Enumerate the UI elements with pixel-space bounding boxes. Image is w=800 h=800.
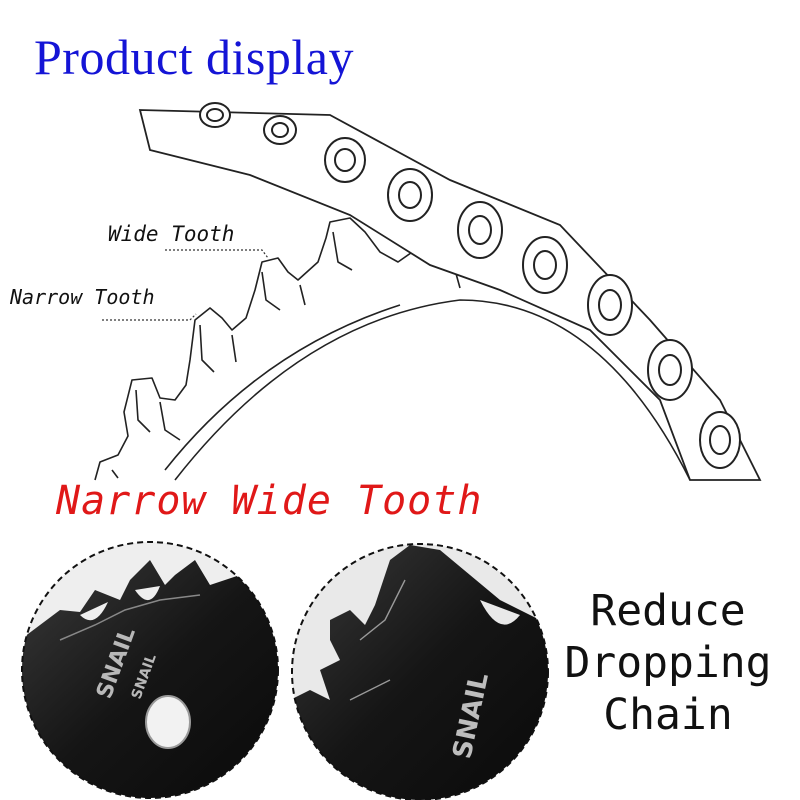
wide-tooth-label: Wide Tooth: [108, 222, 235, 246]
left-closeup: SNAIL SNAIL: [22, 542, 278, 798]
closeup-photos: SNAIL SNAIL SNAIL: [21, 541, 549, 800]
narrow-tooth-leader: [102, 313, 197, 321]
chainring-teeth-outline: [94, 217, 461, 481]
narrow-wide-tooth-headline: Narrow Wide Tooth: [56, 478, 483, 524]
right-dashed-circle: [291, 543, 549, 800]
caption-line-1: Reduce: [590, 586, 746, 636]
left-ring-metal: [22, 560, 278, 798]
narrow-tooth-label: Narrow Tooth: [10, 285, 155, 309]
chainring-inner-arc: [174, 299, 691, 481]
left-bolt-hole: [145, 695, 191, 749]
caption-line-3: Chain: [603, 690, 733, 740]
chainring-line-drawing: [94, 102, 762, 481]
wide-tooth-leader: [165, 249, 269, 259]
right-closeup: SNAIL: [292, 544, 548, 800]
caption-line-2: Dropping: [564, 638, 772, 688]
product-display-title: Product display: [34, 29, 354, 85]
left-dashed-circle: [21, 541, 279, 799]
reduce-dropping-chain-caption: Reduce Dropping Chain: [548, 585, 788, 741]
chain: [138, 102, 762, 481]
right-ring-metal: [292, 545, 548, 800]
